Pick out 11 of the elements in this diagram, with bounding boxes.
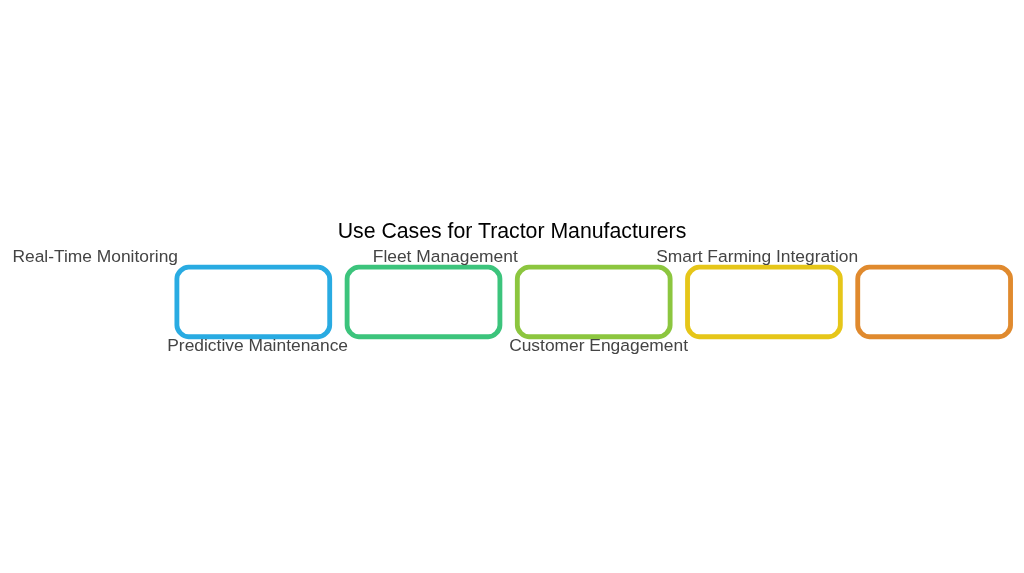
node-label: Customer Engagement — [509, 334, 688, 355]
node-label: Real-Time Monitoring — [12, 245, 178, 266]
node-label: Fleet Management — [372, 245, 518, 266]
node-label: Predictive Maintenance — [167, 334, 349, 355]
node-box — [855, 264, 1013, 340]
node-box — [514, 264, 673, 340]
node-box — [174, 264, 333, 340]
node-box — [685, 264, 843, 340]
diagram-title: Use Cases for Tractor Manufacturers — [337, 218, 687, 243]
node-box — [344, 264, 503, 340]
node-label: Smart Farming Integration — [656, 245, 859, 266]
